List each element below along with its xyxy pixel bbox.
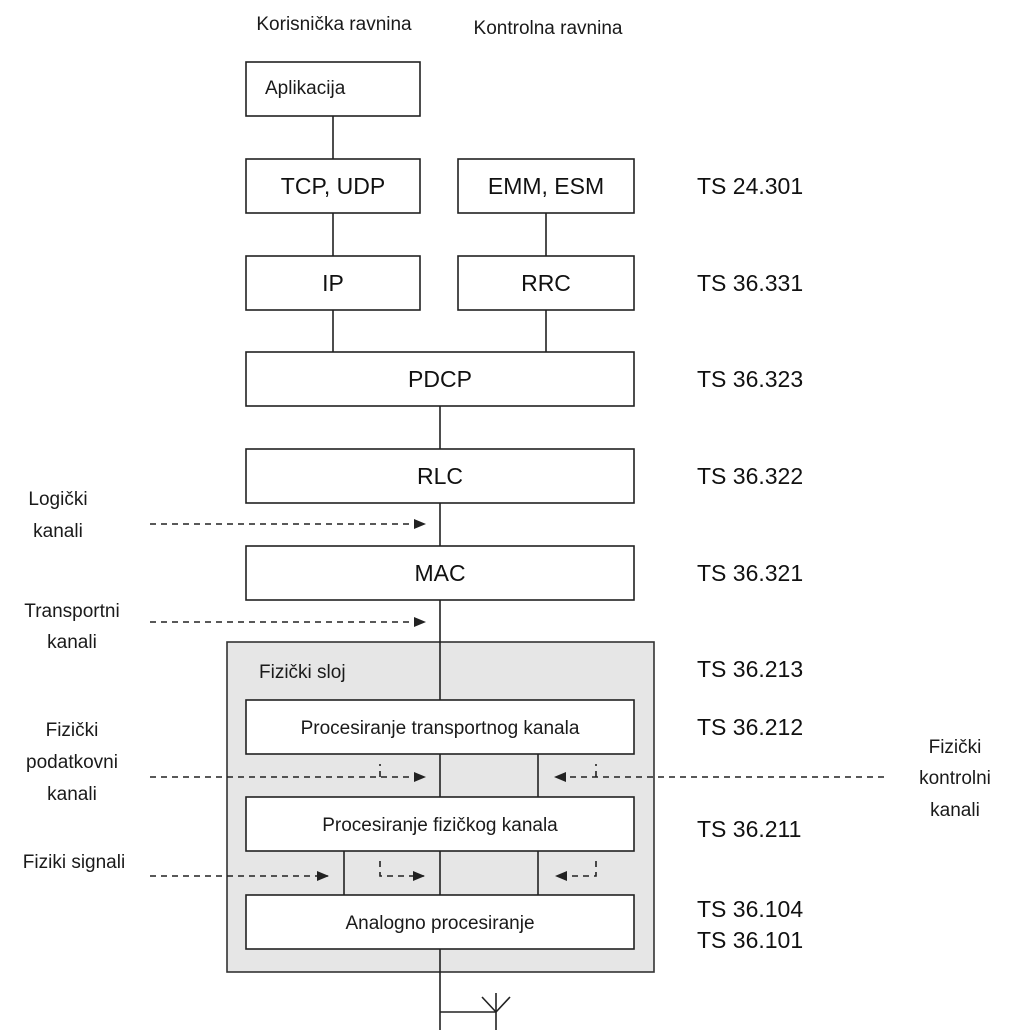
spec-ts-36-211: TS 36.211	[697, 816, 801, 842]
phy-control-signals-inner-arrow	[555, 861, 597, 881]
ip-box	[245, 255, 421, 311]
emm-esm-label: EMM, ESM	[488, 173, 604, 199]
emm-esm-box	[457, 158, 635, 214]
spec-ts-36-101: TS 36.101	[697, 927, 803, 953]
transport-processing-box	[245, 699, 635, 755]
logical-channels-label-line1: Logički	[28, 489, 87, 510]
control-plane-label: Kontrolna ravnina	[474, 18, 623, 39]
tcp-udp-label: TCP, UDP	[281, 173, 385, 199]
spec-ts-36-212: TS 36.212	[697, 714, 803, 740]
physical-processing-box	[245, 796, 635, 852]
physical-processing-label: Procesiranje fizičkog kanala	[322, 815, 558, 836]
spec-ts-36-104: TS 36.104	[697, 896, 803, 922]
phy-control-channels-label-line3: kanali	[930, 800, 980, 821]
phy-data-channels-label-line3: kanali	[47, 784, 97, 805]
phy-control-channels-label-line2: kontrolni	[919, 768, 991, 789]
transport-processing-label: Procesiranje transportnog kanala	[301, 718, 580, 739]
transport-channels-label-line1: Transportni	[24, 601, 119, 622]
analog-processing-box	[245, 894, 635, 950]
phy-data-channels-label-line2: podatkovni	[26, 752, 118, 773]
spec-ts-36-322: TS 36.322	[697, 463, 803, 489]
rlc-label: RLC	[417, 463, 463, 489]
rrc-box	[457, 255, 635, 311]
phy-control-channels-label-line1: Fizički	[929, 737, 982, 758]
spec-ts-36-331: TS 36.331	[697, 270, 803, 296]
tcp-udp-box	[245, 158, 421, 214]
transport-channels-label-line2: kanali	[47, 632, 97, 653]
ip-label: IP	[322, 270, 344, 296]
phy-data-channels-label-line1: Fizički	[46, 720, 99, 741]
physical-layer-label: Fizički sloj	[259, 662, 346, 683]
phy-signals-label: Fiziki signali	[23, 852, 125, 873]
user-plane-label: Korisnička ravnina	[256, 14, 412, 35]
application-box	[245, 61, 421, 117]
analog-processing-label: Analogno procesiranje	[345, 913, 534, 934]
antenna-icon	[440, 993, 511, 1030]
mac-box	[245, 545, 635, 601]
spec-ts-36-321: TS 36.321	[697, 560, 803, 586]
application-label: Aplikacija	[265, 78, 346, 99]
logical-channels-label-line2: kanali	[33, 521, 83, 542]
spec-ts-36-323: TS 36.323	[697, 366, 803, 392]
spec-ts-24-301: TS 24.301	[697, 173, 803, 199]
rrc-label: RRC	[521, 270, 571, 296]
phy-signals-inner-arrow	[379, 861, 425, 881]
rlc-box	[245, 448, 635, 504]
pdcp-box	[245, 351, 635, 407]
spec-ts-36-213: TS 36.213	[697, 656, 803, 682]
pdcp-label: PDCP	[408, 366, 472, 392]
mac-label: MAC	[414, 560, 465, 586]
